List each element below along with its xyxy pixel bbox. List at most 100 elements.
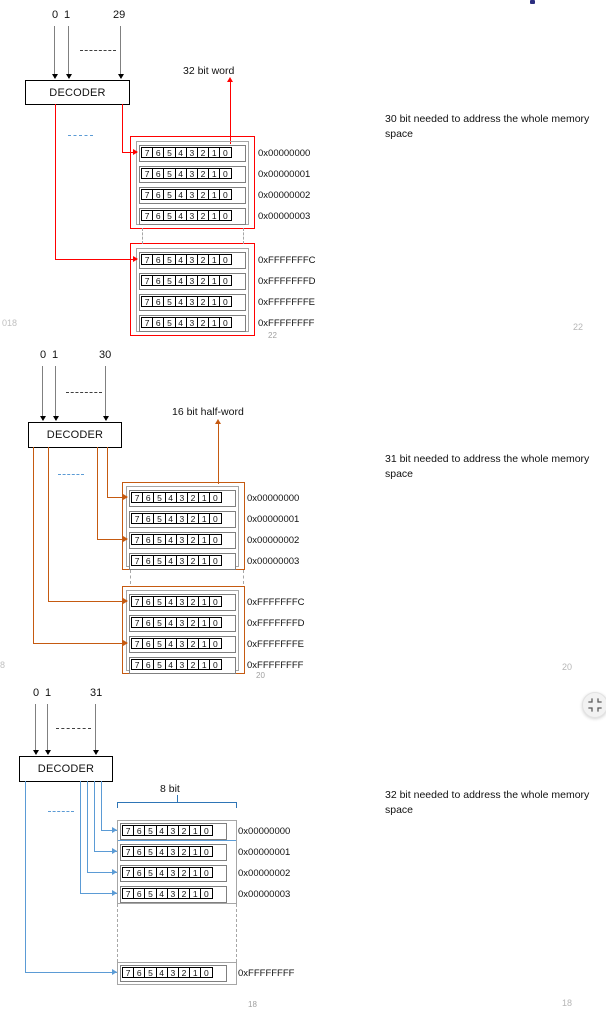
select-wire-halfword-rowfc <box>48 601 127 602</box>
select-arrowhead <box>123 639 128 646</box>
slide-number-center: 18 <box>248 1000 257 1009</box>
wire-ellipsis-dashes <box>68 135 93 136</box>
byte-cell: 0 <box>219 275 232 286</box>
slide-number-center: 20 <box>256 671 265 680</box>
side-note: 31 bit needed to address the whole memor… <box>385 453 590 480</box>
byte-cell: 0 <box>209 638 222 649</box>
select-wire-byte-row2 <box>87 781 88 872</box>
decoder-input-arrow <box>39 366 46 421</box>
memory-gap-dash-right <box>236 904 237 962</box>
decoder-input-arrow <box>52 366 59 421</box>
memory-row: 7 6 5 4 3 2 1 0 <box>139 187 246 204</box>
memory-gap-dash-right <box>243 228 244 244</box>
select-wire-word-rowfc <box>55 259 137 260</box>
memory-row: 7 6 5 4 3 2 1 0 <box>129 490 236 507</box>
byte-cell: 0 <box>219 296 232 307</box>
decoder-input-arrow <box>44 704 51 755</box>
clipped-title-fragment <box>530 0 535 4</box>
memory-address-label: 0x00000002 <box>247 535 300 546</box>
bracket-stem <box>177 795 178 803</box>
decoder-input-arrow <box>102 366 109 421</box>
memory-row: 7 6 5 4 3 2 1 0 <box>129 532 236 549</box>
bit-label-1: 1 <box>64 9 71 21</box>
memory-address-label: 0xFFFFFFFE <box>247 639 304 650</box>
memory-address-label: 0x00000001 <box>238 847 291 858</box>
input-ellipsis-dashes <box>56 728 91 729</box>
decoder-box[interactable]: DECODER <box>28 422 122 448</box>
memory-address-label: 0xFFFFFFFE <box>258 297 315 308</box>
byte-cell: 0 <box>219 168 232 179</box>
wire-ellipsis-dashes <box>58 474 84 475</box>
memory-address-label: 0x00000002 <box>238 868 291 879</box>
select-wire-halfword-row2 <box>97 447 98 539</box>
select-arrowhead <box>133 148 138 155</box>
memory-row: 7 6 5 4 3 2 1 0 <box>139 208 246 225</box>
memory-row: 7 6 5 4 3 2 1 0 <box>139 273 246 290</box>
memory-address-label: 0xFFFFFFFF <box>247 660 304 671</box>
select-arrowhead <box>112 968 117 975</box>
memory-row: 7 6 5 4 3 2 1 0 <box>129 511 236 528</box>
memory-address-label: 0xFFFFFFFF <box>238 968 295 979</box>
select-wire-halfword-rowfe <box>33 447 34 643</box>
byte-cell: 0 <box>209 659 222 670</box>
select-wire-word-rowfc <box>55 104 56 259</box>
halfword-output-wire <box>218 424 219 484</box>
select-arrowhead <box>123 597 128 604</box>
memory-gap-dash-right <box>243 570 244 584</box>
diagram-byte-addressing: 0 1 31 DECODER 8 bit 7 6 5 4 3 2 1 0 <box>0 680 606 1024</box>
decoder-box[interactable]: DECODER <box>19 756 113 782</box>
halfword-output-arrowhead <box>214 419 221 424</box>
side-note: 30 bit needed to address the whole memor… <box>385 113 590 140</box>
bit-label-0: 0 <box>40 349 47 361</box>
side-note: 32 bit needed to address the whole memor… <box>385 789 590 816</box>
select-wire-word-row0 <box>122 152 137 153</box>
collapse-icon <box>588 698 602 712</box>
decoder-input-arrow <box>92 704 99 755</box>
select-arrowhead <box>112 889 117 896</box>
decoder-box[interactable]: DECODER <box>25 80 130 105</box>
memory-address-label: 0x00000003 <box>238 889 291 900</box>
memory-row: 7 6 5 4 3 2 1 0 <box>120 844 227 861</box>
memory-row: 7 6 5 4 3 2 1 0 <box>129 636 236 653</box>
word-block-frame-bottom <box>130 243 255 336</box>
select-wire-halfword-row2 <box>97 539 127 540</box>
word-output-arrowhead <box>226 77 233 82</box>
bit-label-1: 1 <box>45 687 52 699</box>
select-wire-byte-rowff <box>25 972 117 973</box>
memory-row: 7 6 5 4 3 2 1 0 <box>139 166 246 183</box>
byte-cell: 0 <box>200 967 213 978</box>
memory-address-label: 0x00000003 <box>258 211 311 222</box>
select-wire-byte-row3 <box>80 781 81 893</box>
memory-row: 7 6 5 4 3 2 1 0 <box>129 594 236 611</box>
select-arrowhead <box>112 868 117 875</box>
input-ellipsis-dashes <box>80 50 116 51</box>
byte-cell: 0 <box>219 254 232 265</box>
byte-cell: 0 <box>219 210 232 221</box>
output-label-16-bit-halfword: 16 bit half-word <box>172 406 244 418</box>
byte-cell: 0 <box>209 513 222 524</box>
bit-label-1: 1 <box>52 349 59 361</box>
memory-row: 7 6 5 4 3 2 1 0 <box>139 294 246 311</box>
select-wire-byte-row0 <box>101 830 117 831</box>
select-wire-byte-row2 <box>87 872 117 873</box>
memory-row: 7 6 5 4 3 2 1 0 <box>120 823 227 840</box>
slide-number-right: 22 <box>573 322 584 332</box>
byte-cell: 0 <box>209 534 222 545</box>
byte-cell: 0 <box>209 617 222 628</box>
select-wire-halfword-row0 <box>107 497 127 498</box>
byte-cell: 0 <box>209 555 222 566</box>
select-wire-word-row0 <box>122 104 123 152</box>
select-arrowhead <box>133 255 138 262</box>
word-output-wire <box>230 82 231 144</box>
collapse-fullscreen-button[interactable] <box>582 692 606 718</box>
select-wire-byte-rowff <box>25 781 26 972</box>
decoder-label: DECODER <box>49 86 106 99</box>
output-label-32-bit-word: 32 bit word <box>183 65 235 77</box>
bit-label-29: 29 <box>113 9 126 21</box>
select-arrowhead <box>123 493 128 500</box>
select-wire-halfword-row0 <box>107 447 108 497</box>
memory-gap-dash-left <box>130 570 131 584</box>
decoder-input-arrow <box>65 26 72 79</box>
decoder-label: DECODER <box>46 429 104 441</box>
byte-cell: 0 <box>219 147 232 158</box>
